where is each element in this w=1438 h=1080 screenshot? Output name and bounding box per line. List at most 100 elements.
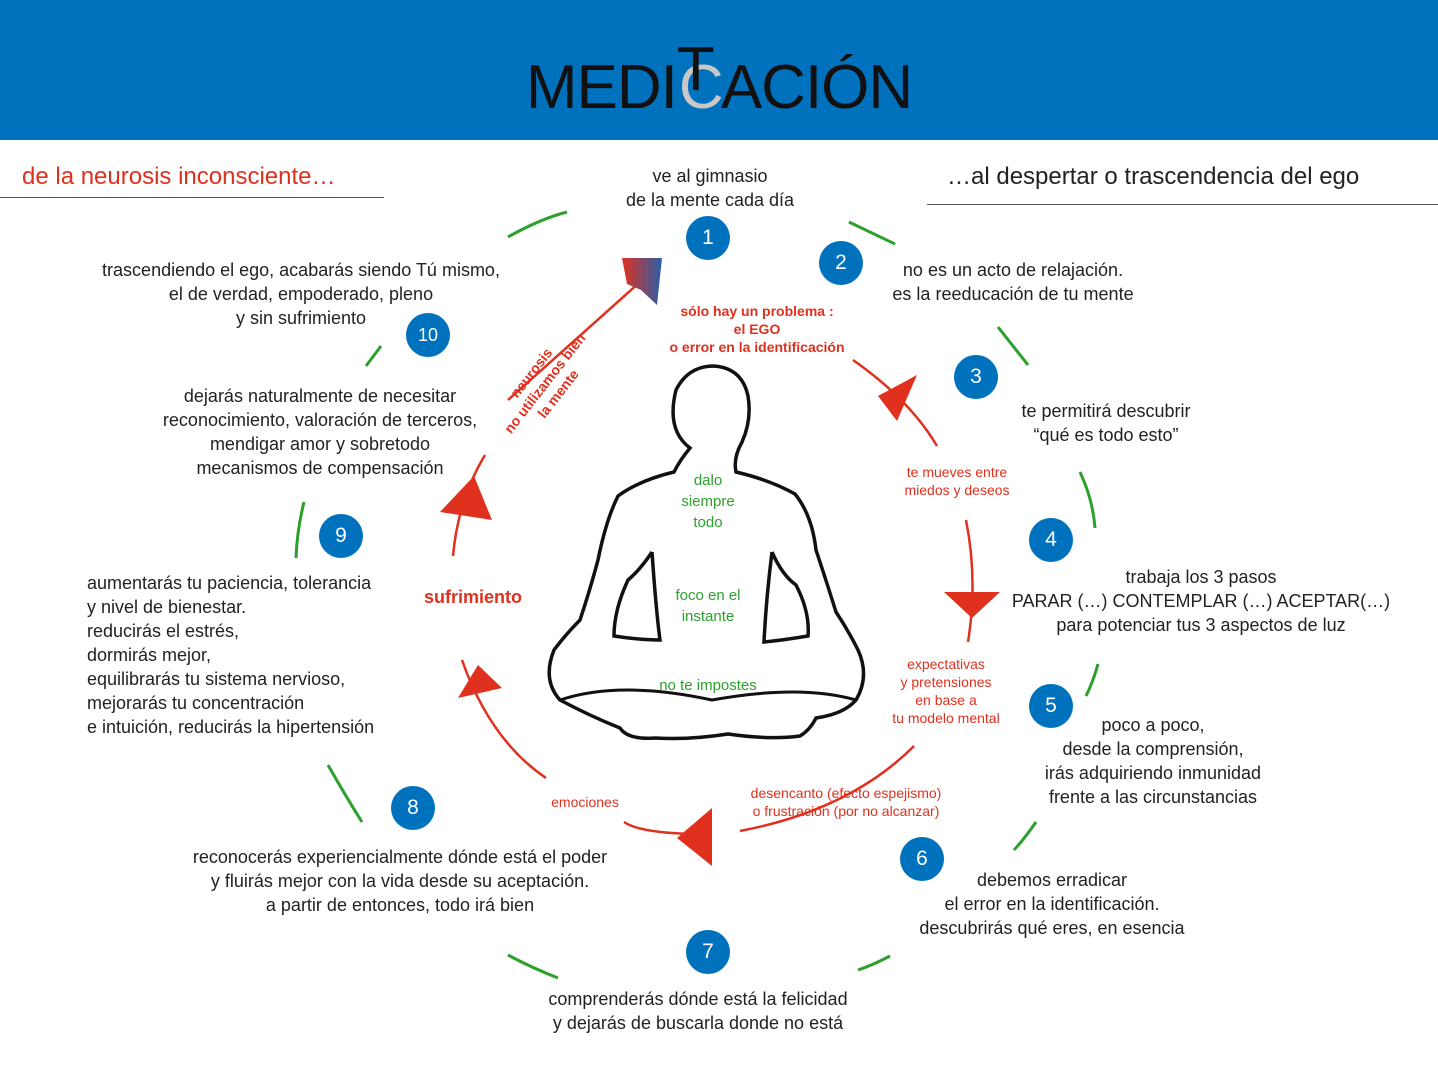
step-6-line: descubrirás qué eres, en esencia xyxy=(919,918,1185,938)
step-7-text: comprenderás dónde está la felicidad y d… xyxy=(518,987,878,1035)
step-5-text: poco a poco, desde la comprensión, irás … xyxy=(1028,713,1278,809)
step-9-line: e intuición, reducirás la hipertensión xyxy=(87,717,375,737)
green-outer-arcs xyxy=(294,210,1100,980)
step-badge-2: 2 xyxy=(819,241,863,285)
body-chest-line: siempre xyxy=(681,493,735,510)
step-9-line: equilibrarás tu sistema nervioso, xyxy=(87,669,346,689)
step-10-line: trascendiendo el ego, acabarás siendo Tú… xyxy=(102,260,500,280)
step-10-line: y sin sufrimiento xyxy=(235,308,367,328)
green-arc xyxy=(507,210,568,239)
arrowhead-desencanto xyxy=(677,808,712,866)
body-label-belly: foco en el instante xyxy=(648,585,768,627)
step-4-text: trabaja los 3 pasos PARAR (…) CONTEMPLAR… xyxy=(998,565,1404,637)
meditator-left-arm xyxy=(612,551,662,642)
meditator-silhouette xyxy=(547,364,866,741)
green-arc xyxy=(1012,821,1038,852)
step-9-extra-line: mecanismos de compensación xyxy=(196,458,444,478)
arrowhead-neurosis xyxy=(622,258,662,305)
body-label-chest: dalo siempre todo xyxy=(648,470,768,533)
problem-line: o error en la identificación xyxy=(669,339,845,355)
step-6-line: el error en la identificación. xyxy=(944,894,1160,914)
step-9-extra-line: dejarás naturalmente de necesitar xyxy=(183,386,457,406)
step-2-line: no es un acto de relajación. xyxy=(902,260,1124,280)
step-3-line: “qué es todo esto” xyxy=(1033,425,1179,445)
label-emociones: emociones xyxy=(551,794,619,810)
green-arc xyxy=(364,345,383,367)
step-6-line: debemos erradicar xyxy=(976,870,1128,890)
step-badge-1: 1 xyxy=(686,216,730,260)
body-chest-line: todo xyxy=(693,514,723,531)
step-1-text: ve al gimnasio de la mente cada día xyxy=(590,164,830,212)
header-banner xyxy=(0,0,1438,140)
arrowhead-expectativas xyxy=(944,592,1000,618)
divider-right xyxy=(927,204,1438,205)
step-badge-8: 8 xyxy=(391,786,435,830)
step-badge-5: 5 xyxy=(1029,684,1073,728)
step-9-line: dormirás mejor, xyxy=(87,645,212,665)
step-4-line: PARAR (…) CONTEMPLAR (…) ACEPTAR(…) xyxy=(1011,591,1391,611)
step-9-line: aumentarás tu paciencia, tolerancia xyxy=(87,573,372,593)
green-arc xyxy=(848,220,896,246)
step-8-line: a partir de entonces, todo irá bien xyxy=(265,895,535,915)
problem-line: el EGO xyxy=(733,321,781,337)
label-expectativas-line: tu modelo mental xyxy=(892,710,1000,726)
step-9-extra-line: mendigar amor y sobretodo xyxy=(209,434,431,454)
step-9-line: reducirás el estrés, xyxy=(87,621,240,641)
label-expectativas-line: expectativas xyxy=(907,656,985,672)
step-badge-3: 3 xyxy=(954,355,998,399)
step-10-text: trascendiendo el ego, acabarás siendo Tú… xyxy=(86,258,516,330)
step-badge-4: 4 xyxy=(1029,518,1073,562)
green-arc xyxy=(326,764,364,823)
step-8-line: y fluirás mejor con la vida desde su ace… xyxy=(210,871,590,891)
label-miedos-line: miedos y deseos xyxy=(904,482,1010,498)
subtitle-left: de la neurosis inconsciente… xyxy=(22,163,336,190)
label-expectativas: expectativas y pretensiones en base a tu… xyxy=(876,655,1016,727)
green-arc xyxy=(1078,471,1097,529)
step-4-line: trabaja los 3 pasos xyxy=(1125,567,1277,587)
label-expectativas-line: en base a xyxy=(915,692,977,708)
body-belly-line: instante xyxy=(681,608,735,625)
step-2-line: es la reeducación de tu mente xyxy=(892,284,1134,304)
meditator-right-arm xyxy=(762,551,810,644)
step-1-line: de la mente cada día xyxy=(625,190,795,210)
step-5-line: irás adquiriendo inmunidad xyxy=(1044,763,1262,783)
step-9-line: mejorarás tu concentración xyxy=(87,693,305,713)
step-2-text: no es un acto de relajación. es la reedu… xyxy=(868,258,1158,306)
step-3-text: te permitirá descubrir “qué es todo esto… xyxy=(996,399,1216,447)
step-5-line: poco a poco, xyxy=(1101,715,1205,735)
body-chest-line: dalo xyxy=(693,472,723,489)
label-desencanto-line: o frustración (por no alcanzar) xyxy=(752,803,940,819)
red-arc-expectativas xyxy=(964,519,974,643)
step-3-line: te permitirá descubrir xyxy=(1021,401,1191,421)
title-overlay-t: T xyxy=(676,35,715,104)
body-belly-line: foco en el xyxy=(675,587,741,604)
step-10-line: el de verdad, empoderado, pleno xyxy=(168,284,434,304)
step-9-extra-line: reconocimiento, valoración de terceros, xyxy=(162,410,478,430)
step-8-line: reconocerás experiencialmente dónde está… xyxy=(192,847,608,867)
divider-left xyxy=(0,197,384,198)
step-7-line: comprenderás dónde está la felicidad xyxy=(548,989,848,1009)
label-desencanto: desencanto (efecto espejismo) o frustrac… xyxy=(736,784,956,820)
arrowhead-emociones xyxy=(458,665,502,698)
step-5-line: frente a las circunstancias xyxy=(1048,787,1258,807)
step-1-line: ve al gimnasio xyxy=(652,166,768,186)
step-6-text: debemos erradicar el error en la identif… xyxy=(902,868,1202,940)
step-badge-9: 9 xyxy=(319,514,363,558)
green-arc xyxy=(507,953,559,980)
problem-text: sólo hay un problema : el EGO o error en… xyxy=(652,302,862,356)
red-arc-neurosis xyxy=(507,281,641,401)
step-9-text: aumentarás tu paciencia, tolerancia y ni… xyxy=(87,571,417,739)
step-badge-6: 6 xyxy=(900,837,944,881)
red-arrowheads xyxy=(440,375,1000,866)
green-arc xyxy=(294,501,306,559)
subtitle-right: …al despertar o trascendencia del ego xyxy=(947,163,1360,190)
green-arc xyxy=(857,954,891,972)
step-badge-10: 10 xyxy=(406,313,450,357)
body-label-legs: no te impostes xyxy=(659,677,757,694)
red-inner-cycle xyxy=(451,281,974,836)
title-part-2: ACIÓN xyxy=(720,53,913,122)
step-9-extra-text: dejarás naturalmente de necesitar recono… xyxy=(150,384,490,480)
red-arc-emociones xyxy=(460,659,547,780)
